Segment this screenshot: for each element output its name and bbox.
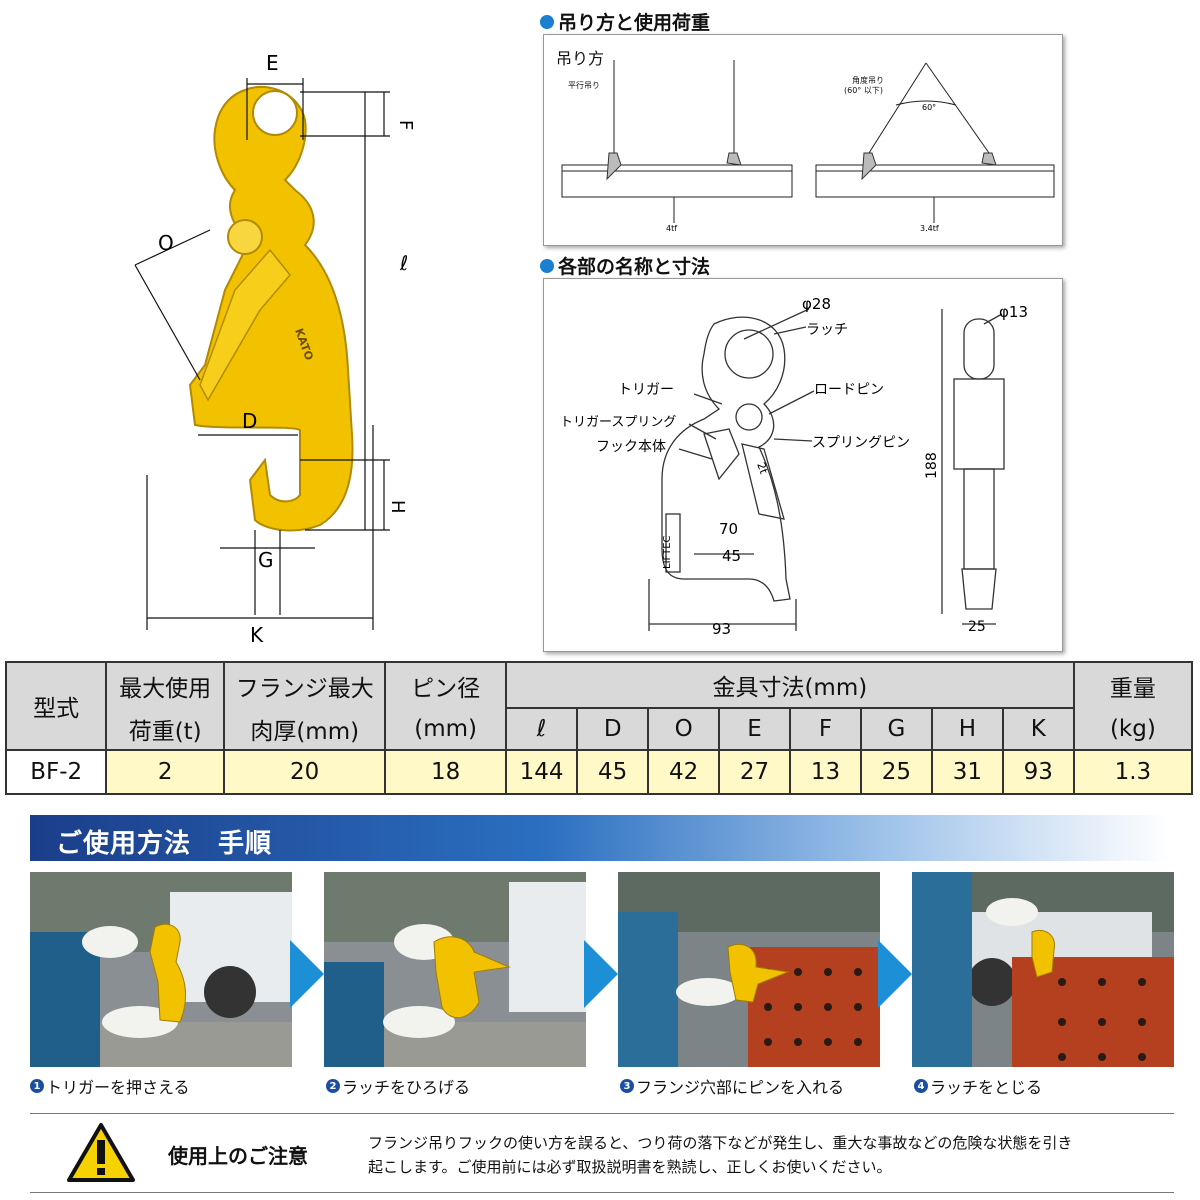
hanging-method-panel: 吊り方 平行吊り 角度吊り (60° 以下) 60° 4tf 3.4tf xyxy=(543,34,1063,246)
dim-188: 188 xyxy=(924,452,940,479)
dim-label-k: K xyxy=(250,623,264,647)
step-caption-1: 1 トリガーを押さえる xyxy=(30,1074,190,1098)
step-photo-4 xyxy=(912,872,1174,1067)
caution-divider-bottom xyxy=(30,1192,1174,1193)
usage-title: ご使用方法 手順 xyxy=(56,829,273,859)
warning-icon xyxy=(67,1123,135,1182)
section-parts-title: 各部の名称と寸法 xyxy=(540,252,710,279)
dim-label-l: ℓ xyxy=(399,251,408,275)
spec-table: 型式 最大使用 フランジ最大 ピン径 金具寸法(mm) 重量 荷重(t) 肉厚(… xyxy=(4,661,1194,795)
angle-load: 3.4tf xyxy=(920,224,939,233)
dim-label-d: D xyxy=(242,409,257,433)
hook-body-label: フック本体 xyxy=(596,439,666,455)
step-arrow-icon xyxy=(584,940,618,1008)
latch-label: ラッチ xyxy=(806,322,848,338)
col-pin: ピン径 xyxy=(384,661,507,708)
col-l: ℓ xyxy=(504,707,579,751)
dim-label-g: G xyxy=(258,548,274,572)
angle-hanging-label-1: 角度吊り xyxy=(852,76,884,85)
phi28-label: φ28 xyxy=(802,295,831,313)
step-arrow-icon xyxy=(878,940,912,1008)
col-model: 型式 xyxy=(4,661,108,751)
col-g: G xyxy=(859,707,933,751)
dim-70: 70 xyxy=(719,520,738,538)
col-k: K xyxy=(1001,707,1075,751)
col-pin-unit: (mm) xyxy=(384,708,507,751)
dim-label-e: E xyxy=(266,51,279,75)
bullet-icon xyxy=(540,14,554,29)
section-hanging-title: 吊り方と使用荷重 xyxy=(540,8,710,35)
col-flange: フランジ最大 xyxy=(222,661,387,708)
caution-text: フランジ吊りフックの使い方を誤ると、つり荷の落下などが発生し、重大な事故などの危… xyxy=(368,1134,1073,1176)
usage-title-band: ご使用方法 手順 xyxy=(30,815,1170,861)
load-pin-label: ロードピン xyxy=(814,382,884,398)
step-arrow-icon xyxy=(290,940,324,1008)
parallel-hanging-label: 平行吊り xyxy=(568,81,600,90)
col-f: F xyxy=(789,707,862,751)
col-e: E xyxy=(718,707,792,751)
parallel-load: 4tf xyxy=(666,224,677,233)
caution-title: 使用上のご注意 xyxy=(168,1144,308,1168)
hook-dimension-drawing: KATO E F ℓ O D H G K xyxy=(134,51,416,647)
step-caption-4: 4 ラッチをとじる xyxy=(914,1074,1042,1098)
step-photo-2 xyxy=(324,872,586,1067)
hanging-diagram: 60° 4tf 3.4tf xyxy=(561,60,1055,233)
liftec-label: LIFTEC xyxy=(662,535,673,569)
phi13-label: φ13 xyxy=(999,303,1028,321)
dim-45: 45 xyxy=(722,547,741,565)
trigger-spring-label: トリガースプリング xyxy=(560,415,676,430)
step-photo-1 xyxy=(30,872,292,1067)
angle-hanging-label-2: (60° 以下) xyxy=(844,86,883,95)
col-weight: 重量 xyxy=(1072,661,1194,708)
thickness-label: 2t xyxy=(754,461,770,477)
angle-value: 60° xyxy=(922,103,936,112)
step-photo-3 xyxy=(618,872,880,1067)
col-max-load: 最大使用 xyxy=(105,661,225,708)
parts-diagram: φ28 ラッチ トリガー ロードピン トリガースプリング スプリングピン フック… xyxy=(560,295,1028,638)
spring-pin-label: スプリングピン xyxy=(812,435,910,451)
caution-divider-top xyxy=(30,1113,1174,1114)
dim-label-o: O xyxy=(158,231,174,255)
col-dims: 金具寸法(mm) xyxy=(504,661,1075,709)
dim-93: 93 xyxy=(712,620,731,638)
hanging-panel-label: 吊り方 xyxy=(556,49,605,68)
parts-diagram-panel: φ28 ラッチ トリガー ロードピン トリガースプリング スプリングピン フック… xyxy=(543,278,1063,652)
yellow-hook-illustration: KATO xyxy=(188,85,354,532)
col-weight-unit: (kg) xyxy=(1072,708,1194,751)
step-caption-2: 2 ラッチをひろげる xyxy=(326,1074,470,1098)
bullet-icon xyxy=(540,258,554,273)
col-d: D xyxy=(576,707,650,751)
col-o: O xyxy=(647,707,721,751)
col-flange-unit: 肉厚(mm) xyxy=(222,708,387,751)
dim-label-h: H xyxy=(387,500,408,514)
dim-25: 25 xyxy=(968,619,986,635)
table-row: BF-2 2 20 18 144 45 42 27 13 25 31 93 1.… xyxy=(4,749,1194,795)
col-max-load-unit: 荷重(t) xyxy=(105,708,225,751)
step-caption-3: 3 フランジ穴部にピンを入れる xyxy=(620,1074,844,1098)
trigger-label: トリガー xyxy=(618,382,674,398)
col-h: H xyxy=(930,707,1004,751)
dim-label-f: F xyxy=(395,120,416,130)
